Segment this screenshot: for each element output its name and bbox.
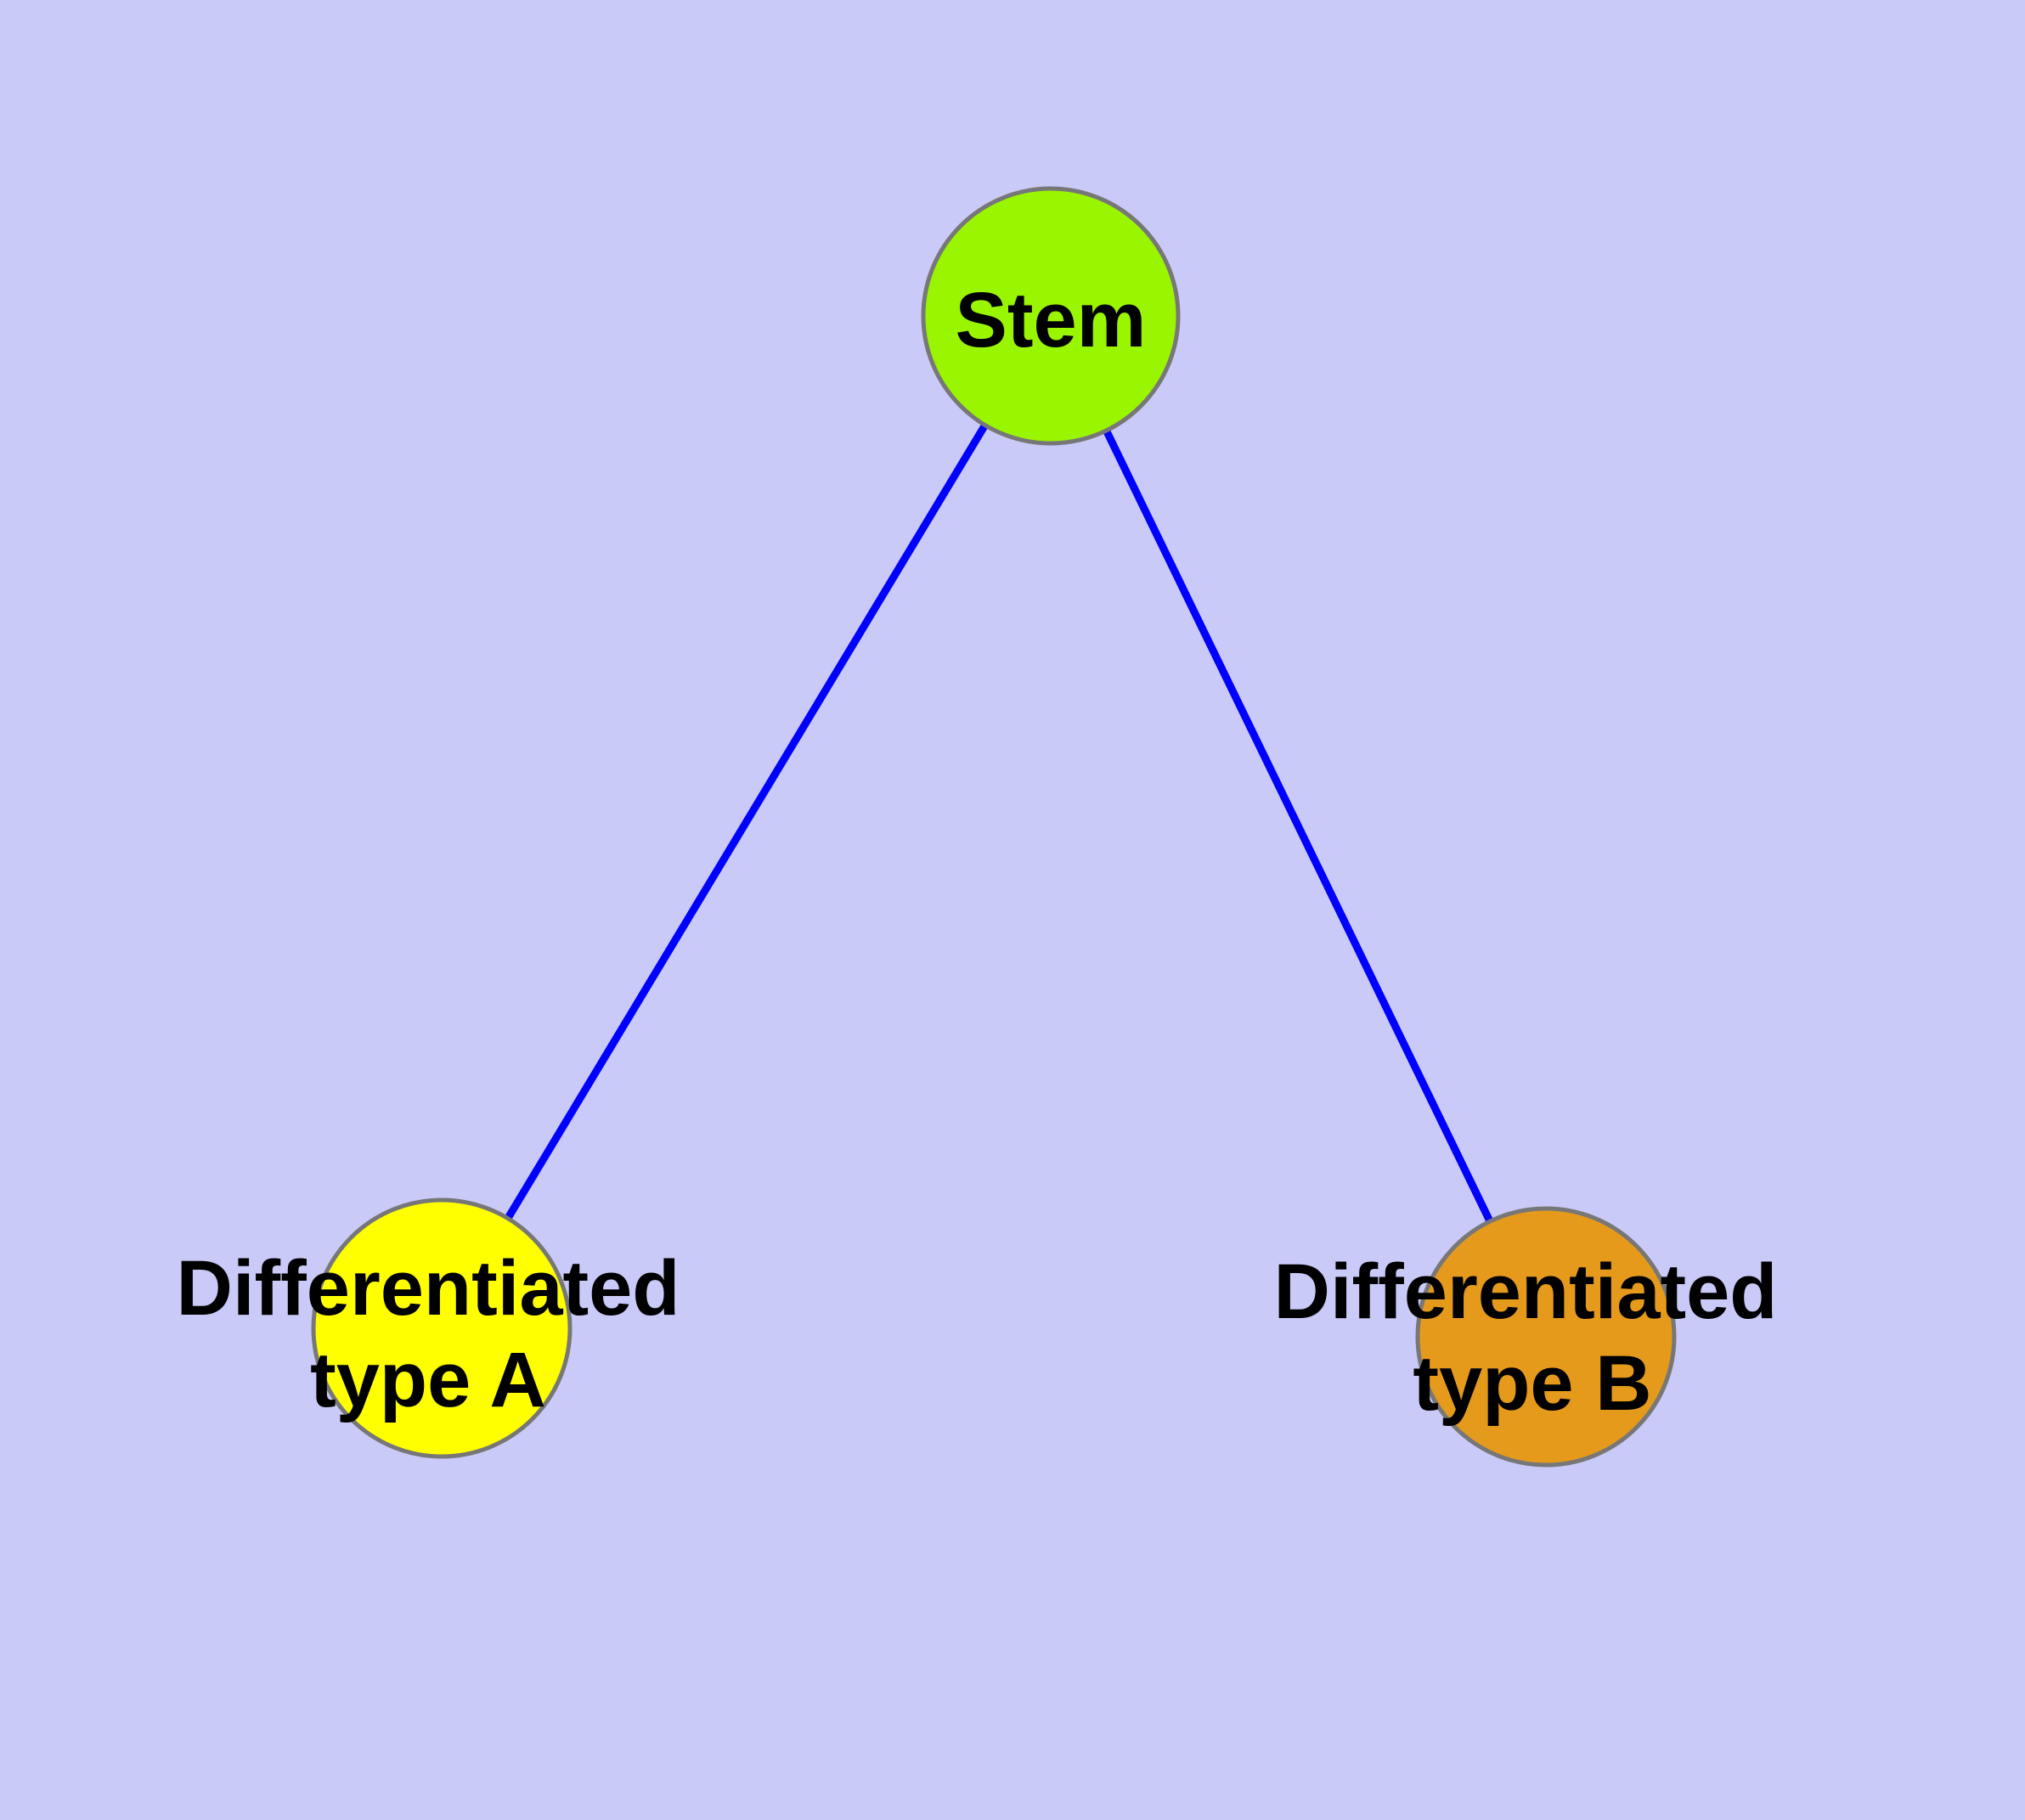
edge-stem-to-type-b bbox=[1046, 314, 1550, 1338]
edge-stem-to-type-a bbox=[438, 313, 1054, 1331]
node-differentiated-type-a-label-line2: type A bbox=[310, 1337, 546, 1423]
node-differentiated-type-b-label-line1: Differentiated bbox=[1274, 1248, 1778, 1335]
node-stem-circle bbox=[921, 186, 1181, 446]
node-differentiated-type-b-circle bbox=[1415, 1206, 1677, 1468]
node-stem-label: Stem bbox=[956, 277, 1147, 363]
node-differentiated-type-b-label-line2: type B bbox=[1413, 1340, 1651, 1427]
node-differentiated-type-a-circle bbox=[311, 1197, 573, 1459]
node-differentiated-type-a-label-line1: Differentiated bbox=[177, 1245, 680, 1332]
